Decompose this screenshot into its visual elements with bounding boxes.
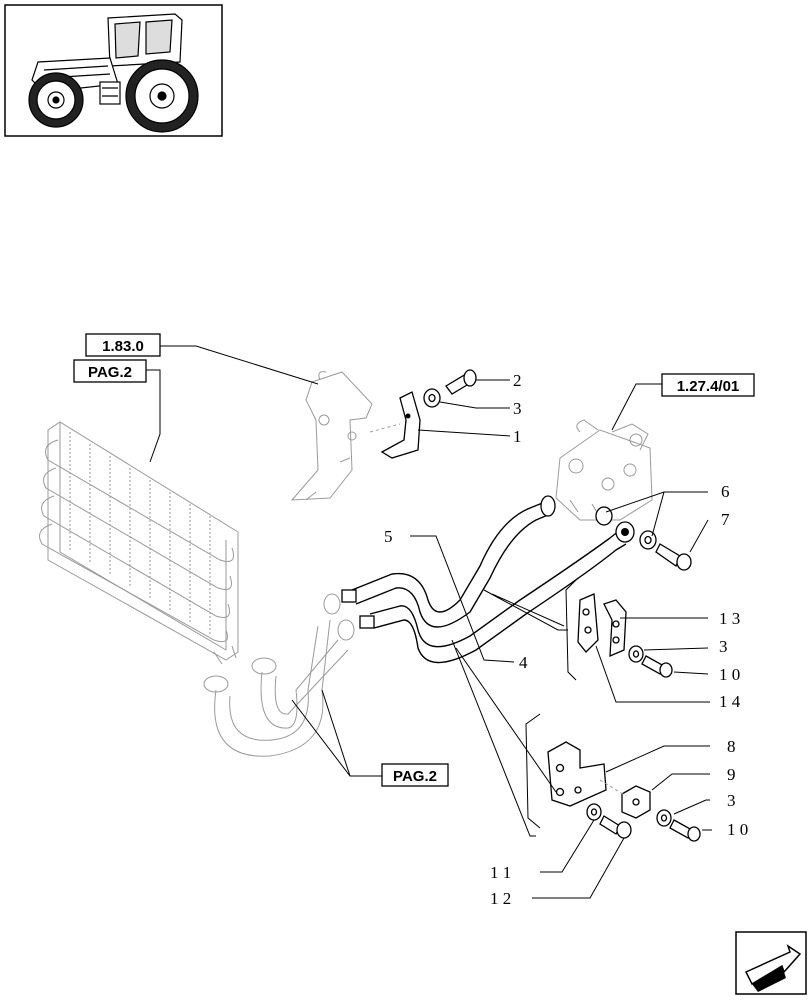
bracket-part-1[interactable] <box>369 391 421 459</box>
tractor-thumbnail[interactable] <box>4 4 223 137</box>
callout-1: 1 <box>513 427 522 446</box>
group-brace-lines <box>525 577 579 829</box>
tractor-icon <box>28 13 199 133</box>
callout-8: 8 <box>727 737 736 756</box>
washer-part-6[interactable] <box>595 506 657 550</box>
callout-11: 1 1 <box>490 863 511 882</box>
ref-box-pag2-top[interactable]: PAG.2 <box>73 359 147 383</box>
bolt-part-12[interactable] <box>599 815 632 839</box>
callout-14: 1 4 <box>719 692 741 711</box>
ref-box-pag2-bottom[interactable]: PAG.2 <box>381 763 449 787</box>
ref-box-1-27-4-01[interactable]: 1.27.4/01 <box>661 373 755 397</box>
callout-9: 9 <box>727 765 736 784</box>
callout-labels: 2 3 1 6 7 5 1 3 3 1 0 1 4 4 8 9 3 1 0 1 … <box>384 371 748 908</box>
callout-5: 5 <box>384 527 393 546</box>
bolt-part-2[interactable] <box>445 369 477 395</box>
washer-part-3-bottom[interactable] <box>656 809 672 827</box>
washer-part-3-top[interactable] <box>423 388 441 408</box>
block-part-9[interactable] <box>599 779 651 819</box>
callout-12: 1 2 <box>490 889 511 908</box>
ref-label: PAG.2 <box>393 768 437 785</box>
ref-label: 1.27.4/01 <box>677 378 740 395</box>
clamp-part-13-14[interactable] <box>577 593 627 658</box>
callout-3: 3 <box>727 791 736 810</box>
ref-box-1-83-0[interactable]: 1.83.0 <box>85 333 161 357</box>
oil-cooler-ghost <box>39 421 355 757</box>
ref-label: PAG.2 <box>88 364 132 381</box>
ref-label: 1.83.0 <box>102 338 144 355</box>
bolt-part-10-bottom[interactable] <box>669 819 701 842</box>
pipe-5[interactable] <box>341 495 556 628</box>
callout-7: 7 <box>721 510 730 529</box>
pipe-4[interactable] <box>359 521 635 664</box>
bolt-part-7[interactable] <box>655 543 692 571</box>
callout-3: 3 <box>719 637 728 656</box>
callout-10: 1 0 <box>727 820 748 839</box>
bracket-part-8[interactable] <box>547 741 607 807</box>
upper-support-ghost <box>290 371 373 501</box>
callout-6: 6 <box>721 482 730 501</box>
washer-part-3-mid[interactable] <box>628 645 644 663</box>
callout-13: 1 3 <box>719 609 740 628</box>
callout-2: 2 <box>513 371 522 390</box>
leader-lines <box>146 345 712 899</box>
washer-part-11[interactable] <box>586 803 602 821</box>
bolt-part-10-mid[interactable] <box>641 655 673 678</box>
callout-10: 1 0 <box>719 665 740 684</box>
control-valve-ghost <box>555 419 653 521</box>
next-page-arrow-icon[interactable] <box>735 931 807 995</box>
callout-3: 3 <box>513 399 522 418</box>
callout-4: 4 <box>519 653 528 672</box>
